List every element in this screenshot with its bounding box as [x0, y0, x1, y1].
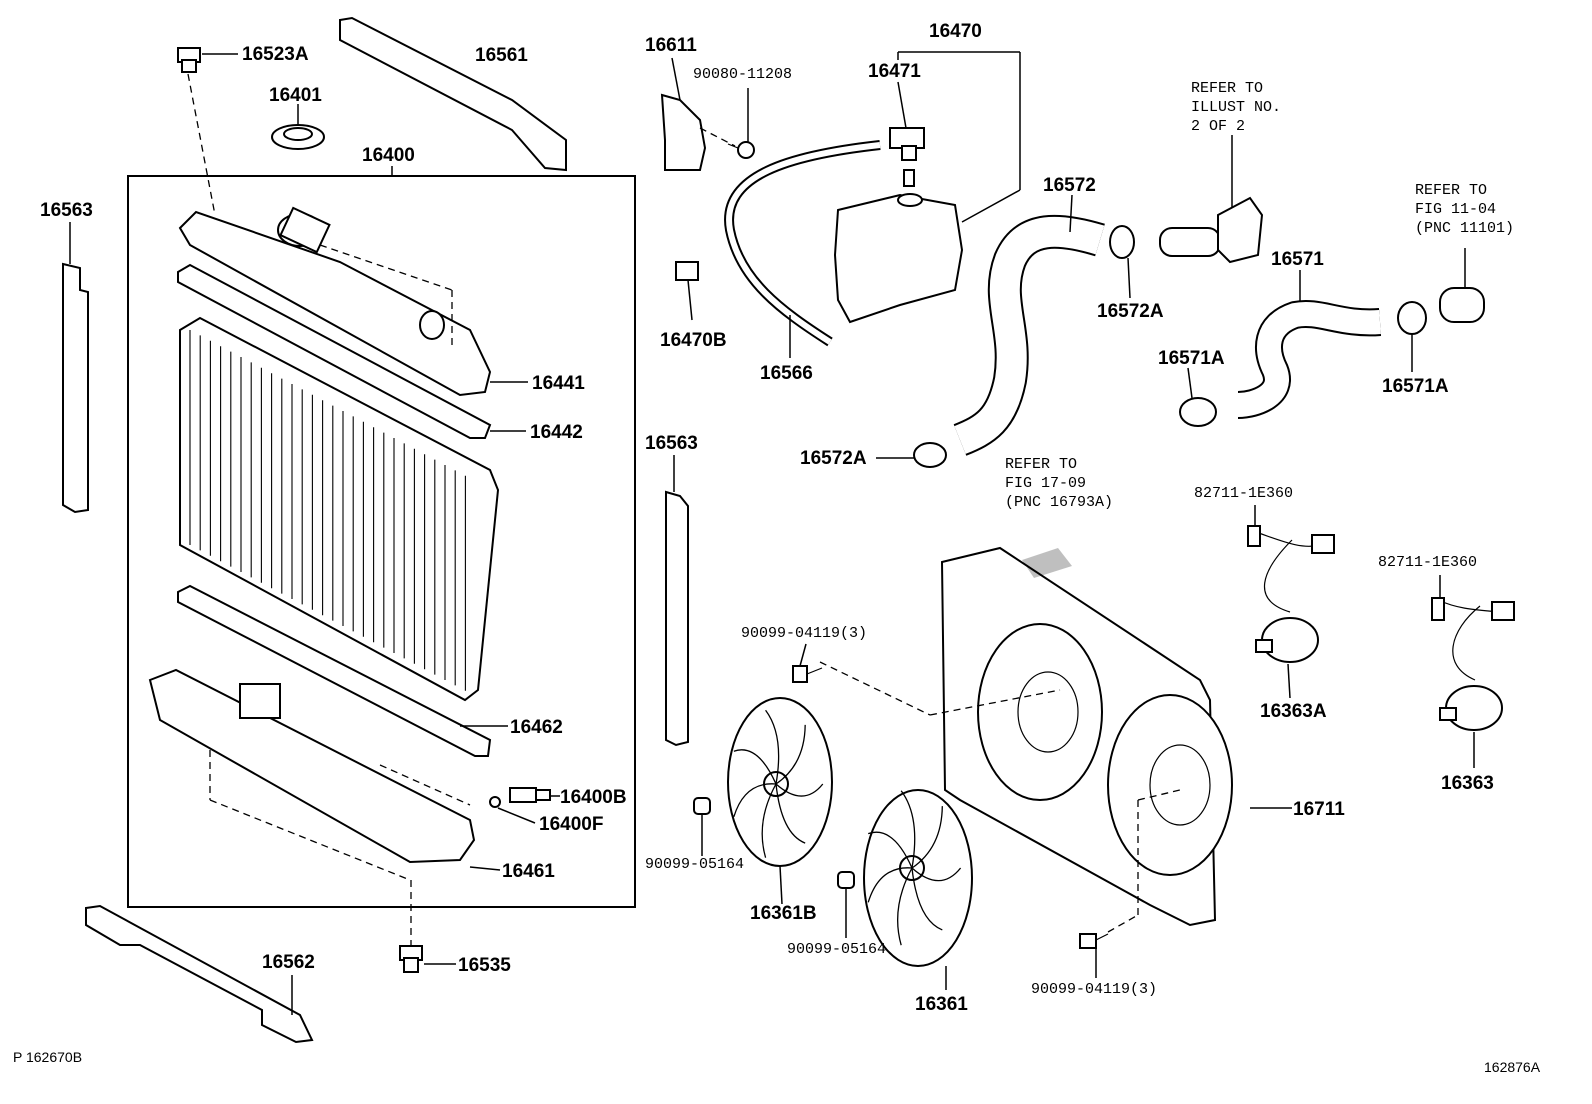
- gasket-16462: [177, 584, 492, 757]
- refer-illust-line-3: 2 OF 2: [1191, 117, 1246, 135]
- cushion-16535: [399, 945, 423, 973]
- label-90099-04119-top: 90099-04119(3): [741, 625, 868, 642]
- label-16400: 16400: [362, 145, 415, 166]
- fan-16361B: [727, 697, 833, 867]
- label-16361: 16361: [915, 994, 968, 1015]
- reservoir-16470: [833, 193, 964, 324]
- radiator-core: [179, 316, 500, 702]
- label-90099-05164-mid: 90099-05164: [787, 941, 887, 958]
- refer-fig-11-04-line-2: FIG 11-04: [1415, 200, 1497, 218]
- label-16611: 16611: [645, 35, 697, 56]
- fan-motor-16363A: [1249, 529, 1335, 663]
- gasket-16442: [177, 263, 492, 439]
- nut-90099-05164-left: [693, 797, 711, 815]
- refer-note-fig-11-04: REFER TO FIG 11-04 (PNC 11101): [1415, 182, 1514, 238]
- reservoir-cap-16471: [889, 127, 925, 187]
- label-90080-11208: 90080-11208: [693, 66, 793, 83]
- refer-fig-11-04-line-1: REFER TO: [1415, 182, 1488, 199]
- label-16523A: 16523A: [242, 44, 309, 65]
- label-16571A-right: 16571A: [1382, 376, 1449, 397]
- footer-right-code: 162876A: [1484, 1059, 1541, 1075]
- label-82711-a: 82711-1E360: [1194, 485, 1294, 502]
- refer-illust-line-2: ILLUST NO.: [1191, 98, 1282, 116]
- connector-82711-a: [1247, 525, 1261, 547]
- label-16571: 16571: [1271, 249, 1324, 270]
- label-16461: 16461: [502, 861, 555, 882]
- label-16361B: 16361B: [750, 903, 817, 924]
- refer-note-illust: REFER TO ILLUST NO. 2 OF 2: [1191, 80, 1281, 136]
- label-16363A: 16363A: [1260, 701, 1327, 722]
- fan-motor-16363: [1437, 599, 1515, 731]
- refer-illust-line-1: REFER TO: [1191, 80, 1264, 97]
- lower-tank-16461: [148, 668, 476, 864]
- hose-clamp-16571A-right: [1397, 301, 1427, 335]
- label-16471: 16471: [868, 61, 921, 82]
- label-16363: 16363: [1441, 773, 1494, 794]
- hose-clamp-16572A-bottom: [913, 442, 947, 468]
- bolt-90099-04119-top: [792, 665, 823, 683]
- upper-tank-16441: [178, 206, 492, 397]
- label-16561: 16561: [475, 45, 528, 66]
- label-16572A-top: 16572A: [1097, 301, 1164, 322]
- fan-shroud-16711: [940, 546, 1233, 927]
- radiator-cap-16401: [271, 124, 325, 150]
- label-90099-04119-bottom: 90099-04119(3): [1031, 981, 1158, 998]
- bolt-90080-11208: [727, 141, 755, 159]
- refer-fig-17-09-line-3: (PNC 16793A): [1005, 493, 1114, 511]
- upper-seal-16561: [339, 16, 567, 172]
- label-16572A-bottom: 16572A: [800, 448, 867, 469]
- o-ring-16400F: [489, 796, 501, 808]
- label-16572: 16572: [1043, 175, 1096, 196]
- label-16535: 16535: [458, 955, 511, 976]
- label-16563-left: 16563: [40, 200, 93, 221]
- label-16400B: 16400B: [560, 787, 627, 808]
- label-decal: [1022, 548, 1072, 578]
- refer-note-fig-17-09: REFER TO FIG 17-09 (PNC 16793A): [1005, 456, 1113, 512]
- fan-16361: [863, 789, 973, 967]
- label-82711-b: 82711-1E360: [1378, 554, 1478, 571]
- connector-82711-b: [1431, 597, 1445, 621]
- hose-clamp-16571A-left: [1179, 397, 1217, 427]
- label-16566: 16566: [760, 363, 813, 384]
- label-16470B: 16470B: [660, 330, 727, 351]
- bracket-16611: [660, 93, 707, 171]
- drain-plug-16400B: [509, 787, 551, 803]
- engine-pipe: [1439, 287, 1485, 323]
- label-16563-mid: 16563: [645, 433, 698, 454]
- bolt-90099-04119-bottom: [1079, 933, 1109, 949]
- lower-seal-16562: [85, 904, 314, 1044]
- label-16711: 16711: [1293, 799, 1345, 820]
- upper-hose-16572: [953, 214, 1105, 456]
- label-90099-05164-left: 90099-05164: [645, 856, 745, 873]
- refer-fig-17-09-line-1: REFER TO: [1005, 456, 1078, 473]
- clamp-16470B: [675, 261, 699, 281]
- label-16470: 16470: [929, 21, 982, 42]
- label-16401: 16401: [269, 85, 322, 106]
- refer-fig-11-04-line-3: (PNC 11101): [1415, 219, 1515, 237]
- radiator-assembly-box: [127, 175, 636, 908]
- label-16562: 16562: [262, 952, 315, 973]
- label-16462: 16462: [510, 717, 563, 738]
- label-16571A-left: 16571A: [1158, 348, 1225, 369]
- hose-clamp-16572A-top: [1109, 225, 1135, 259]
- side-seal-16563-right: [665, 490, 689, 747]
- refer-fig-17-09-line-2: FIG 17-09: [1005, 474, 1087, 492]
- water-outlet: [1159, 196, 1264, 264]
- cushion-16523A: [177, 47, 201, 73]
- label-16441: 16441: [532, 373, 585, 394]
- nut-90099-05164-mid: [837, 871, 855, 889]
- label-16400F: 16400F: [539, 814, 604, 835]
- footer-left-code: P 162670B: [13, 1049, 83, 1065]
- label-16442: 16442: [530, 422, 583, 443]
- side-seal-16563-left: [62, 262, 89, 514]
